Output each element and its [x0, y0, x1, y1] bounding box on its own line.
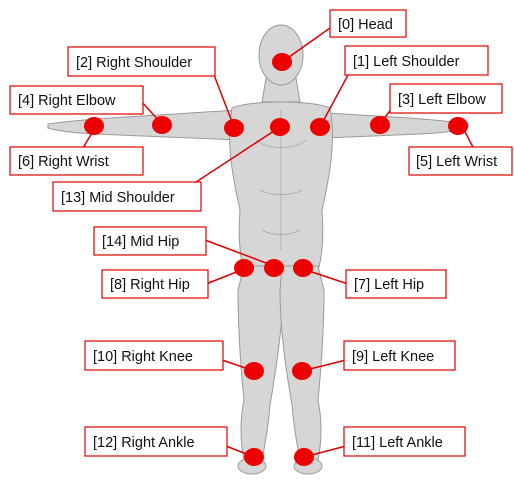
joint-right-knee	[244, 362, 264, 380]
label-mid-shoulder: [13] Mid Shoulder	[53, 182, 201, 211]
joint-right-elbow	[152, 116, 172, 134]
label-right-ankle: [12] Right Ankle	[85, 427, 227, 456]
joint-left-knee	[292, 362, 312, 380]
label-left-elbow: [3] Left Elbow	[390, 84, 502, 113]
label-left-ankle: [11] Left Ankle	[344, 427, 465, 456]
joint-right-wrist	[84, 117, 104, 135]
label-right-hip: [8] Right Hip	[102, 270, 208, 298]
label-right-elbow-text: [4] Right Elbow	[18, 93, 116, 109]
label-left-shoulder-text: [1] Left Shoulder	[353, 54, 460, 70]
joint-mid-shoulder	[270, 118, 290, 136]
label-left-hip: [7] Left Hip	[346, 270, 446, 298]
label-right-knee: [10] Right Knee	[85, 341, 223, 370]
label-right-hip-text: [8] Right Hip	[110, 277, 190, 293]
joint-left-shoulder	[310, 118, 330, 136]
joint-left-hip	[293, 259, 313, 277]
joint-left-elbow	[370, 116, 390, 134]
label-mid-shoulder-text: [13] Mid Shoulder	[61, 190, 175, 206]
label-right-ankle-text: [12] Right Ankle	[93, 435, 195, 451]
label-left-hip-text: [7] Left Hip	[354, 277, 424, 293]
joint-right-ankle	[244, 448, 264, 466]
label-left-ankle-text: [11] Left Ankle	[352, 435, 443, 451]
label-right-wrist-text: [6] Right Wrist	[18, 154, 109, 170]
label-left-shoulder: [1] Left Shoulder	[345, 46, 488, 75]
joint-head	[272, 53, 292, 71]
joint-right-shoulder	[224, 119, 244, 137]
label-mid-hip: [14] Mid Hip	[94, 227, 206, 255]
label-left-wrist-text: [5] Left Wrist	[416, 154, 497, 170]
joint-right-hip	[234, 259, 254, 277]
label-left-knee: [9] Left Knee	[344, 341, 455, 370]
label-head: [0] Head	[330, 10, 406, 37]
label-right-knee-text: [10] Right Knee	[93, 349, 193, 365]
label-right-shoulder-text: [2] Right Shoulder	[76, 55, 192, 71]
label-head-text: [0] Head	[338, 17, 393, 33]
label-left-wrist: [5] Left Wrist	[409, 147, 512, 175]
label-right-elbow: [4] Right Elbow	[10, 86, 143, 114]
label-left-knee-text: [9] Left Knee	[352, 349, 434, 365]
label-right-wrist: [6] Right Wrist	[10, 147, 143, 175]
joint-mid-hip	[264, 259, 284, 277]
joint-left-ankle	[294, 448, 314, 466]
label-left-elbow-text: [3] Left Elbow	[398, 92, 486, 108]
label-mid-hip-text: [14] Mid Hip	[102, 234, 179, 250]
joint-left-wrist	[448, 117, 468, 135]
label-right-shoulder: [2] Right Shoulder	[68, 47, 215, 76]
